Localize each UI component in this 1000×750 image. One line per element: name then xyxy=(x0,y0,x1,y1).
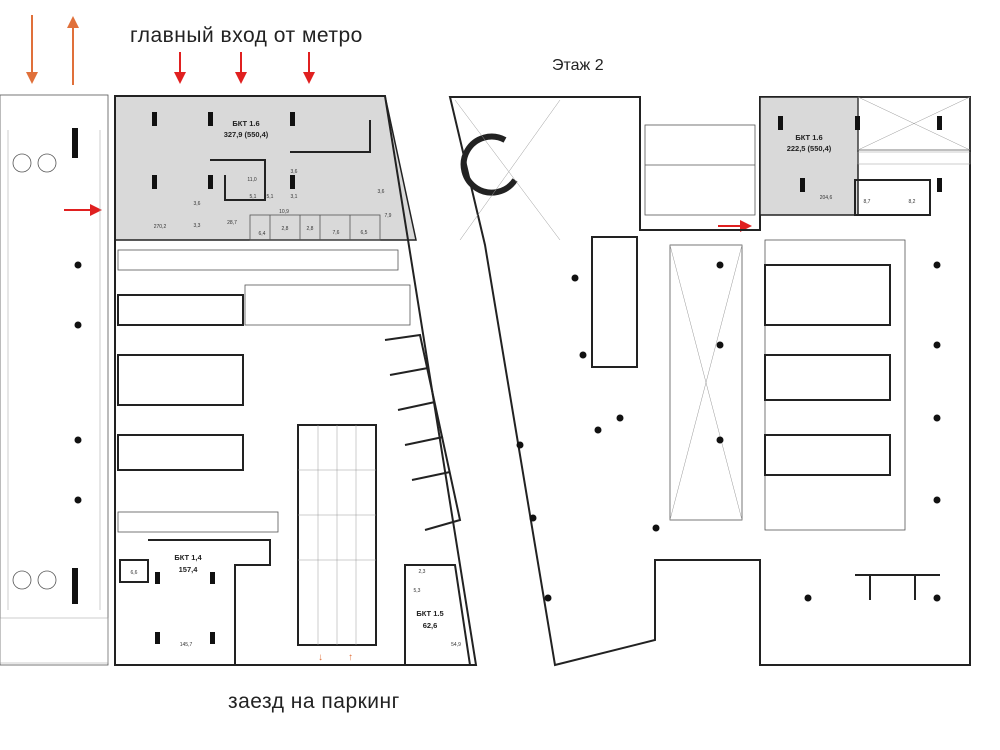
room-area: 6,6 xyxy=(131,570,138,576)
svg-text:2,8: 2,8 xyxy=(307,226,314,232)
svg-text:7,9: 7,9 xyxy=(385,213,392,219)
floor-1-plan: ↓ ↑ xyxy=(114,95,478,666)
bkt15-name: БКТ 1.5 xyxy=(416,609,443,618)
entrance-arrows xyxy=(64,52,752,232)
svg-text:11,0: 11,0 xyxy=(247,177,257,183)
bkt16-f1-area: 327,9 (550,4) xyxy=(224,130,269,139)
floor-2-label: Этаж 2 xyxy=(552,57,604,74)
svg-text:6,5: 6,5 xyxy=(361,230,368,236)
rooms-f2: 204,6 8,7 8,2 xyxy=(820,195,916,205)
svg-text:3,6: 3,6 xyxy=(291,169,298,175)
bkt14-name: БКТ 1,4 xyxy=(174,553,202,562)
bkt16-f2-shaded xyxy=(759,96,859,216)
svg-text:8,7: 8,7 xyxy=(864,199,871,205)
svg-text:3,6: 3,6 xyxy=(378,189,385,195)
bkt16-f1-name: БКТ 1.6 xyxy=(232,119,259,128)
svg-text:270,2: 270,2 xyxy=(154,224,167,230)
street-strip xyxy=(0,94,109,666)
svg-text:5,1: 5,1 xyxy=(267,194,274,200)
svg-text:204,6: 204,6 xyxy=(820,195,833,201)
svg-text:3,1: 3,1 xyxy=(291,194,298,200)
main-entrance-label: главный вход от метро xyxy=(130,24,363,47)
svg-text:28,7: 28,7 xyxy=(227,220,237,226)
room-area: 2,3 xyxy=(419,569,426,575)
parking-entry-label: заезд на паркинг xyxy=(228,690,400,713)
svg-text:7,6: 7,6 xyxy=(333,230,340,236)
bkt16-f2-area: 222,5 (550,4) xyxy=(787,144,832,153)
bkt15-area: 62,6 xyxy=(423,621,438,630)
room-area: 145,7 xyxy=(180,642,193,648)
bkt16-f2-name: БКТ 1.6 xyxy=(795,133,822,142)
bkt14-area: 157,4 xyxy=(179,565,199,574)
ramp-down-arrow-icon: ↓ xyxy=(318,652,323,663)
ramp-up-arrow-icon: ↑ xyxy=(348,652,353,663)
floor-2-plan xyxy=(448,96,971,667)
svg-text:3,6: 3,6 xyxy=(194,201,201,207)
rooms-f1: 270,2 3,6 3,3 28,7 11,0 5,1 5,1 3,6 3,1 … xyxy=(154,169,392,237)
svg-text:2,8: 2,8 xyxy=(282,226,289,232)
svg-text:5,1: 5,1 xyxy=(250,194,257,200)
svg-text:3,3: 3,3 xyxy=(194,223,201,229)
svg-text:8,2: 8,2 xyxy=(909,199,916,205)
svg-text:6,4: 6,4 xyxy=(259,231,266,237)
room-area: 54,9 xyxy=(451,642,461,648)
svg-text:10,9: 10,9 xyxy=(279,209,289,215)
room-area: 5,3 xyxy=(414,588,421,594)
